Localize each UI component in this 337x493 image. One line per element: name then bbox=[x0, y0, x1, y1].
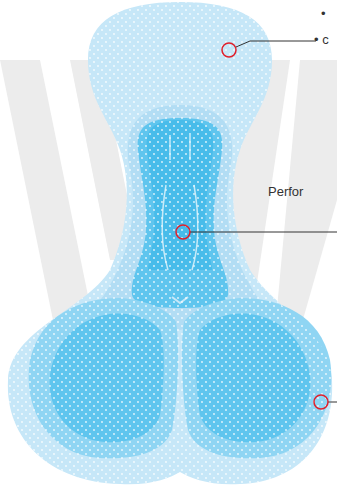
callout-label: • c bbox=[314, 32, 329, 47]
callout-leaders bbox=[190, 41, 337, 402]
callout-circles bbox=[176, 43, 328, 409]
callout-label: • bbox=[321, 6, 326, 21]
callout-label: Perfor bbox=[268, 184, 303, 199]
pad-shape bbox=[8, 2, 332, 484]
